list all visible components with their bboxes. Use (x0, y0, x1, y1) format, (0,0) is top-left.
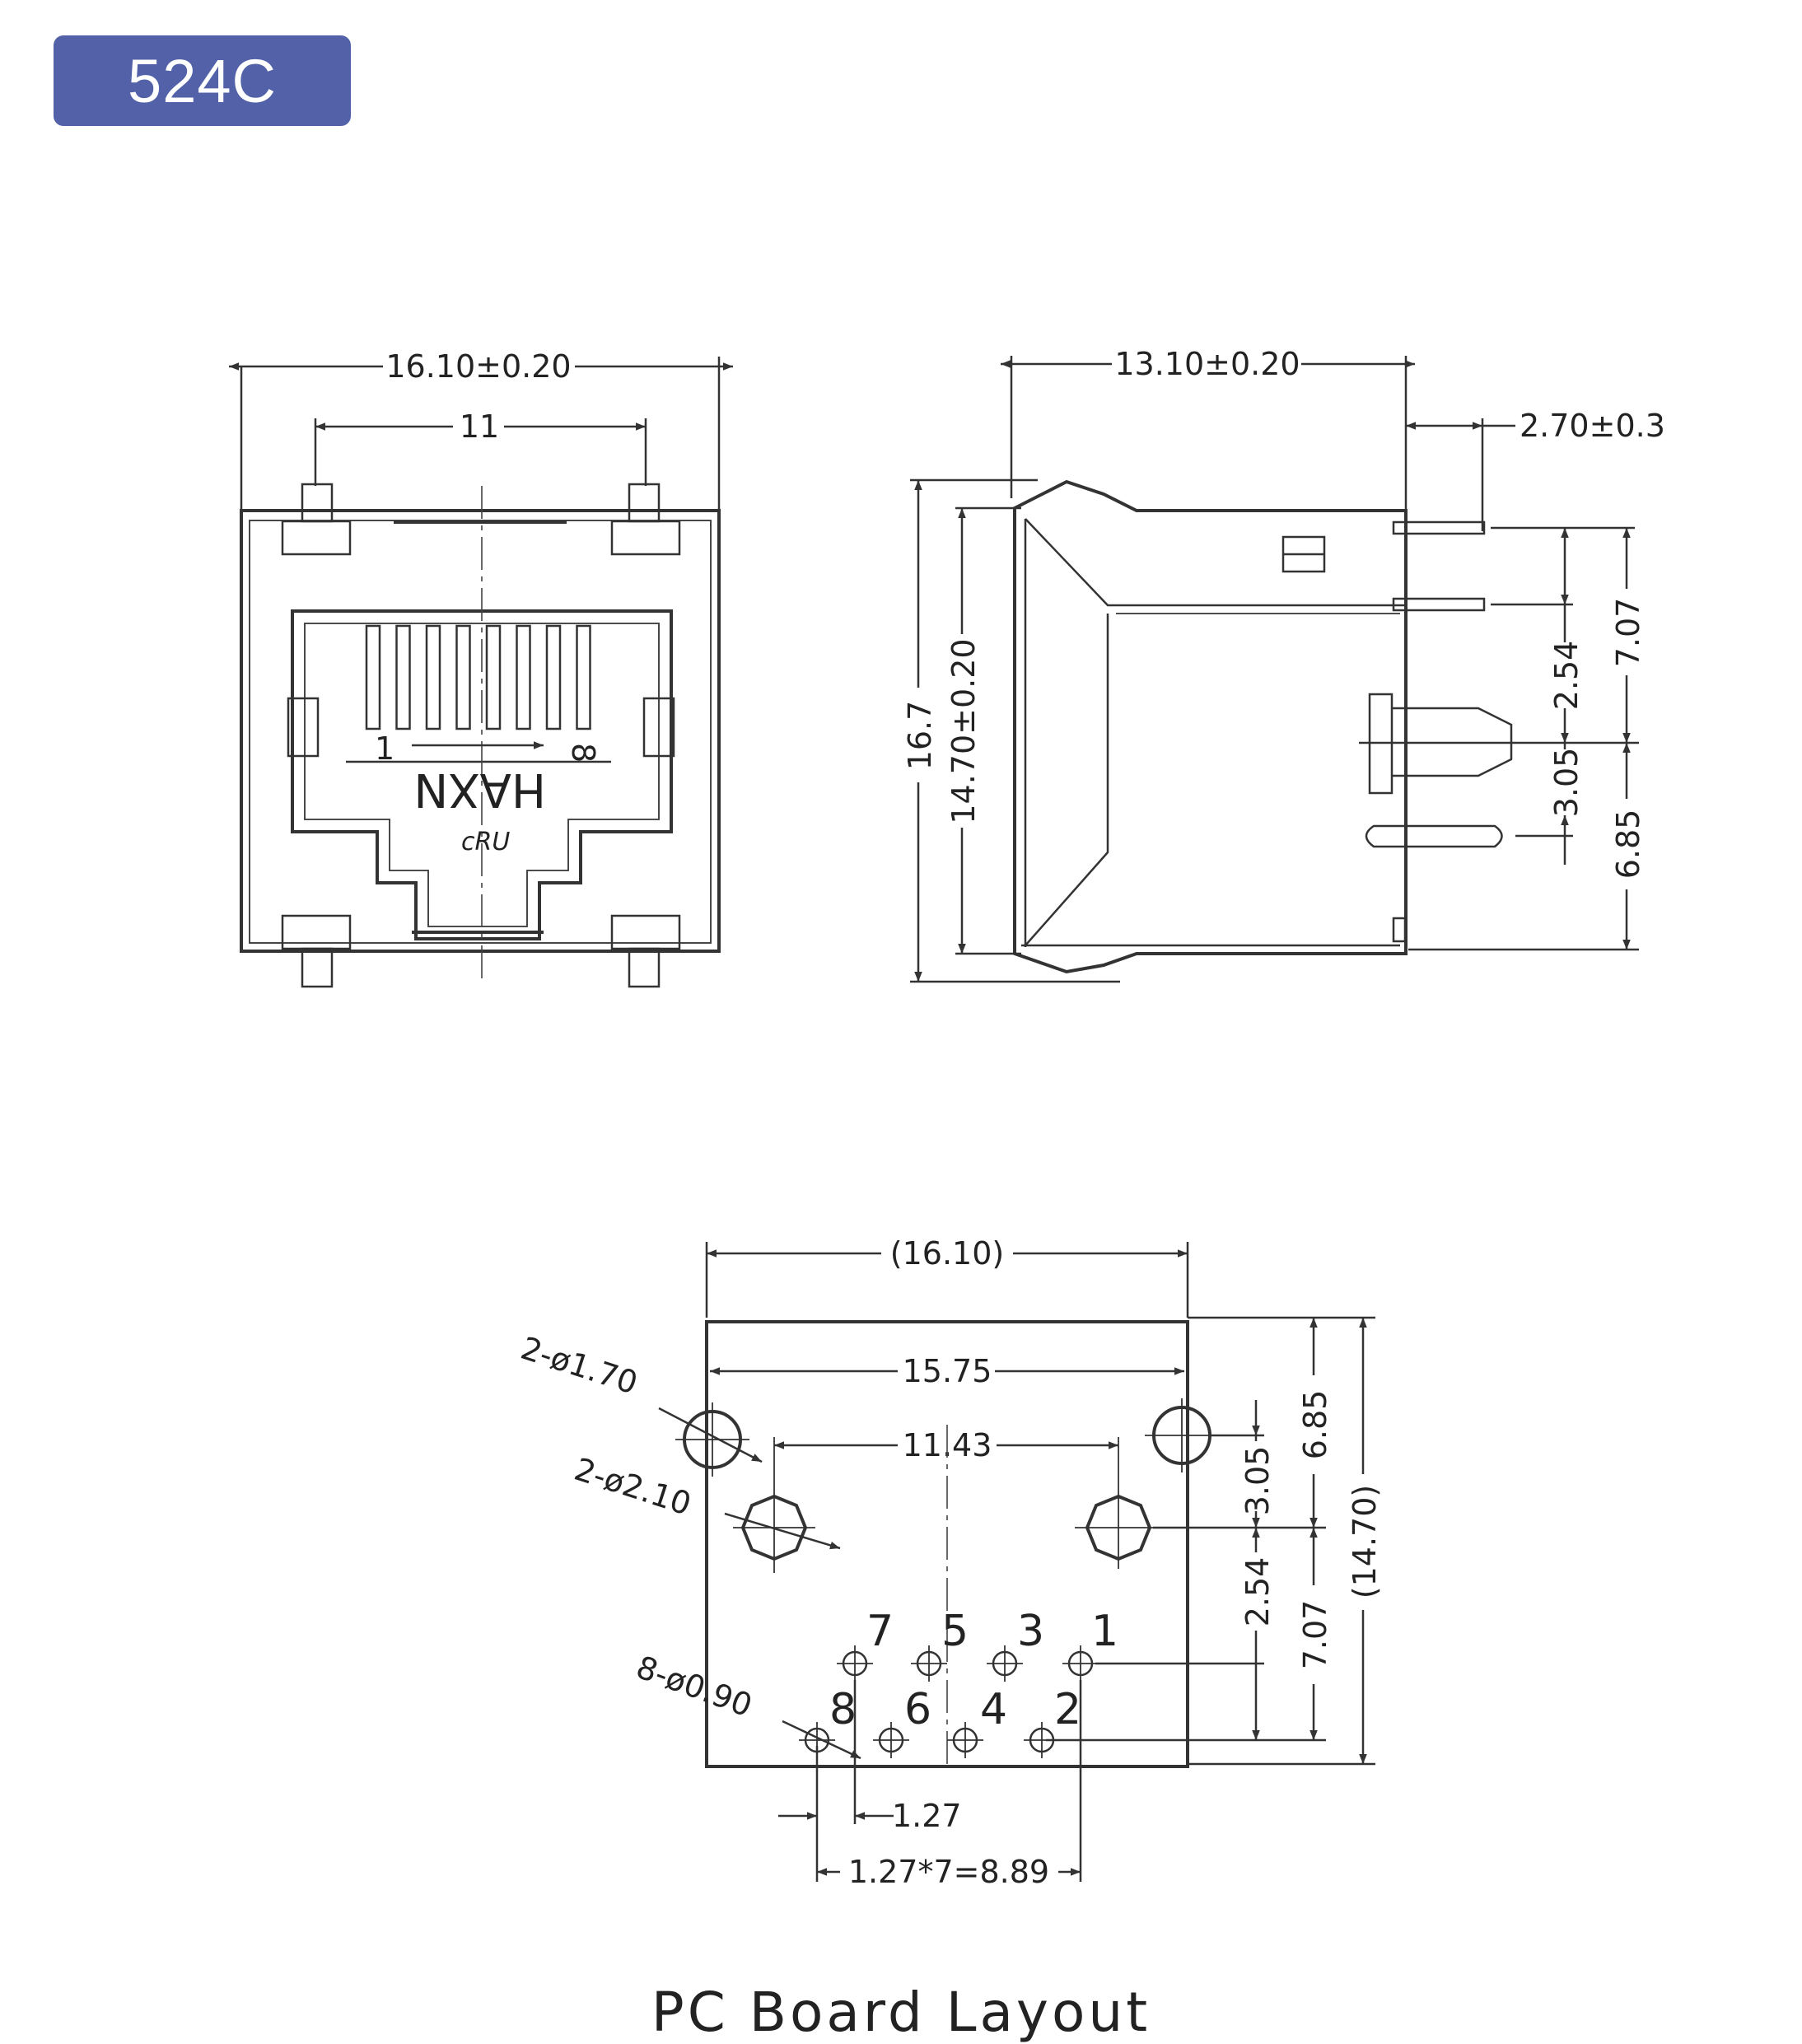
board-outline-width-dim: (16.10) (890, 1235, 1004, 1272)
board-dim-14-70: (14.70) (1347, 1485, 1383, 1598)
front-body-outline (240, 509, 721, 953)
post-hole-note: 2-ø2.10 (570, 1451, 695, 1523)
side-pin-offset-dim: 2.70±0.3 (1520, 408, 1665, 444)
latch-slot-right (642, 697, 675, 758)
board-layout: (16.10) 15.75 11.43 (516, 1235, 1383, 1890)
pin-hole (987, 1645, 1023, 1682)
pin-hole (837, 1645, 873, 1682)
front-post-span-dim: 11 (460, 408, 499, 445)
pin-hole (873, 1722, 909, 1758)
board-pitch-dim: 1.27 (892, 1798, 962, 1834)
jack-contact (425, 624, 441, 730)
jack-contact (545, 624, 562, 730)
pin-label-4: 4 (980, 1685, 1007, 1734)
side-body-height-dim: 14.70±0.20 (945, 638, 982, 824)
pin-hole (911, 1645, 947, 1682)
side-overall-height-dim: 16.7 (902, 701, 938, 771)
jack-opening-inner (304, 623, 660, 927)
pin-hole (947, 1722, 983, 1758)
jack-contact (576, 624, 591, 730)
board-dim-7-07: 7.07 (1297, 1600, 1333, 1670)
brand-mark: HAXN (413, 763, 546, 816)
pin-hole (1062, 1645, 1099, 1682)
front-posts (281, 483, 681, 988)
board-pin-span-dim: 1.27*7=8.89 (848, 1854, 1049, 1890)
jack-contact (485, 624, 502, 730)
side-pitch-dim: 2.54 (1548, 641, 1585, 711)
pin-label-7: 7 (866, 1607, 894, 1656)
side-shield-edge (1025, 614, 1109, 946)
side-post-offset-dim: 3.05 (1548, 748, 1585, 818)
post-hole-right (1075, 1437, 1161, 1569)
front-view: 16.10±0.20 11 (229, 348, 733, 988)
board-lock-span-dim: 15.75 (903, 1353, 992, 1389)
lock-hole-left (675, 1402, 749, 1477)
model-badge: 524C (54, 35, 351, 126)
pin-label-8: 8 (829, 1685, 857, 1734)
side-depth-dim: 13.10±0.20 (1114, 346, 1300, 382)
board-dim-6-85: 6.85 (1297, 1390, 1333, 1460)
side-lower-span-dim: 6.85 (1610, 810, 1646, 880)
pin-first-label: 1 (375, 730, 394, 767)
leader-line (724, 1512, 841, 1550)
side-upper-span-dim: 7.07 (1610, 598, 1646, 668)
jack-contact (365, 624, 381, 730)
pin-label-1: 1 (1091, 1607, 1118, 1656)
jack-opening (291, 609, 673, 940)
post-hole-left (733, 1437, 815, 1573)
board-dim-3-05: 3.05 (1239, 1446, 1276, 1516)
jack-contact (516, 624, 531, 730)
pin-label-5: 5 (941, 1607, 969, 1656)
side-pins (1365, 520, 1513, 943)
leader-line (658, 1407, 763, 1463)
pin-label-6: 6 (904, 1685, 931, 1734)
pin-label-3: 3 (1017, 1607, 1044, 1656)
lock-hole-note: 2-ø1.70 (516, 1330, 642, 1402)
jack-contact (455, 624, 471, 730)
side-view: 13.10±0.20 2.70±0.3 16.7 14.70±0.20 (902, 346, 1665, 983)
board-dim-2-54: 2.54 (1239, 1557, 1276, 1627)
pin-hole-note: 8-ø0.90 (632, 1649, 757, 1724)
pin-label-2: 2 (1054, 1685, 1081, 1734)
board-outline (705, 1320, 1189, 1768)
latch-slot-left (287, 697, 320, 758)
contact-set (365, 624, 591, 730)
pin-labels: 7 5 3 1 8 6 4 2 (829, 1607, 1118, 1734)
board-layout-title: PC Board Layout (651, 1981, 1151, 2044)
cert-mark: cRU (461, 828, 510, 856)
side-shield-edge (1025, 518, 1406, 607)
front-width-dim: 16.10±0.20 (385, 348, 571, 385)
pin-last-label: 8 (565, 743, 601, 763)
side-housing (1013, 479, 1408, 974)
jack-contact (395, 624, 411, 730)
